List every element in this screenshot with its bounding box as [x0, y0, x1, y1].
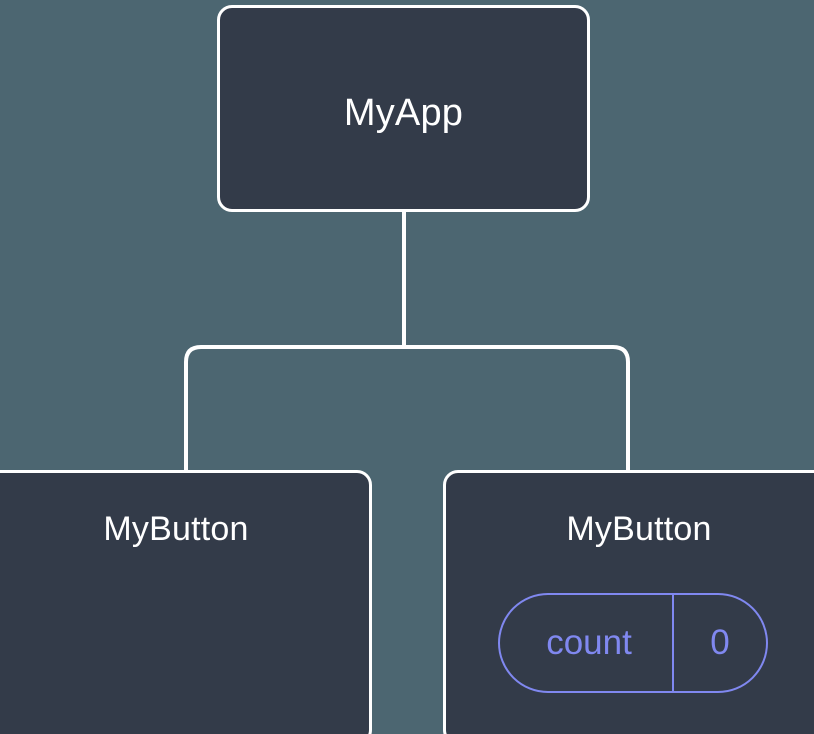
connector-branch-bar	[184, 345, 630, 472]
node-mybutton-left-label: MyButton	[103, 510, 249, 548]
node-myapp[interactable]: MyApp	[217, 5, 590, 212]
node-mybutton-right-label: MyButton	[566, 510, 712, 548]
state-value-label: 0	[672, 595, 766, 691]
node-myapp-label: MyApp	[343, 92, 464, 134]
node-mybutton-left[interactable]: MyButton count 1	[0, 470, 372, 734]
state-key-label: count	[546, 623, 632, 662]
node-mybutton-right[interactable]: MyButton count 0	[443, 470, 814, 734]
state-pill-count-right[interactable]: count 0	[498, 593, 768, 693]
